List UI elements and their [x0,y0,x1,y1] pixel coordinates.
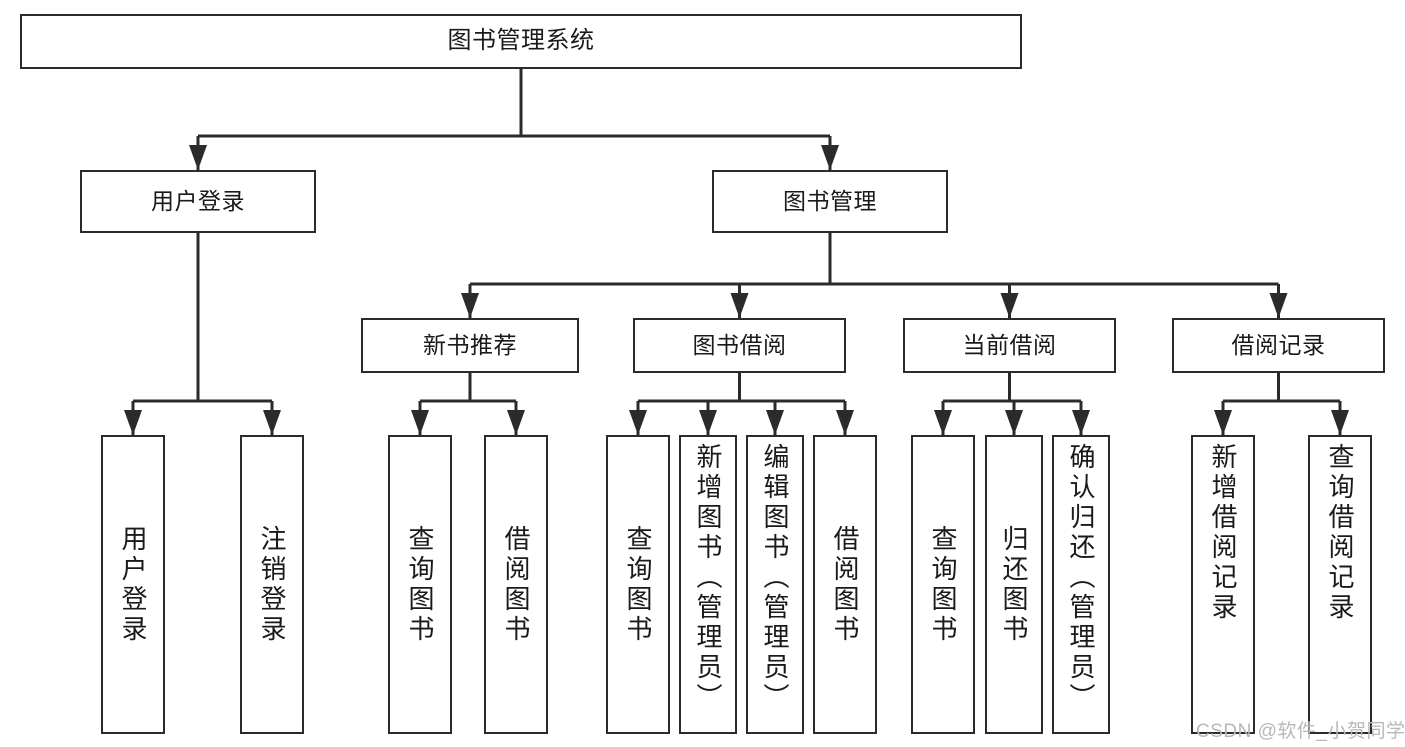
node-label: 确认归还（管理员） [1066,443,1096,713]
node-records: 借阅记录 [1172,318,1385,373]
node-l-bb2: 借阅图书 [813,435,877,734]
node-root: 图书管理系统 [20,14,1022,69]
node-l-logout: 注销登录 [240,435,304,734]
node-label: 归还图书 [999,524,1029,645]
node-label: 借阅图书 [830,524,860,645]
node-label: 用户登录 [118,524,148,645]
node-label: 用户登录 [151,187,245,214]
node-label: 查询图书 [623,524,653,645]
watermark: CSDN @软件_小贺同学 [1196,721,1405,742]
node-label: 借阅图书 [501,524,531,645]
node-bookmgmt: 图书管理 [712,170,948,233]
node-label: 图书借阅 [692,331,787,358]
node-label: 查询借阅记录 [1325,443,1355,623]
node-label: 编辑图书（管理员） [760,443,790,713]
node-l-qb1: 查询图书 [388,435,452,734]
node-login: 用户登录 [80,170,316,233]
node-label: 查询图书 [928,524,958,645]
node-label: 借阅记录 [1231,331,1326,358]
node-l-qb2: 查询图书 [606,435,670,734]
node-newbook: 新书推荐 [361,318,579,373]
node-l-addbook: 新增图书（管理员） [679,435,737,734]
node-l-userlogin: 用户登录 [101,435,165,734]
node-l-addrec: 新增借阅记录 [1191,435,1255,734]
node-current: 当前借阅 [903,318,1116,373]
node-label: 注销登录 [257,524,287,645]
node-label: 查询图书 [405,524,435,645]
node-label: 图书管理 [783,187,877,214]
node-borrow: 图书借阅 [633,318,846,373]
node-l-qrec: 查询借阅记录 [1308,435,1372,734]
node-label: 图书管理系统 [447,27,595,55]
node-l-return: 归还图书 [985,435,1043,734]
node-label: 新增借阅记录 [1208,443,1238,623]
node-label: 当前借阅 [962,331,1057,358]
node-label: 新增图书（管理员） [693,443,723,713]
node-label: 新书推荐 [423,331,517,358]
node-l-editbook: 编辑图书（管理员） [746,435,804,734]
node-l-qb3: 查询图书 [911,435,975,734]
node-l-confirm: 确认归还（管理员） [1052,435,1110,734]
node-l-bb1: 借阅图书 [484,435,548,734]
